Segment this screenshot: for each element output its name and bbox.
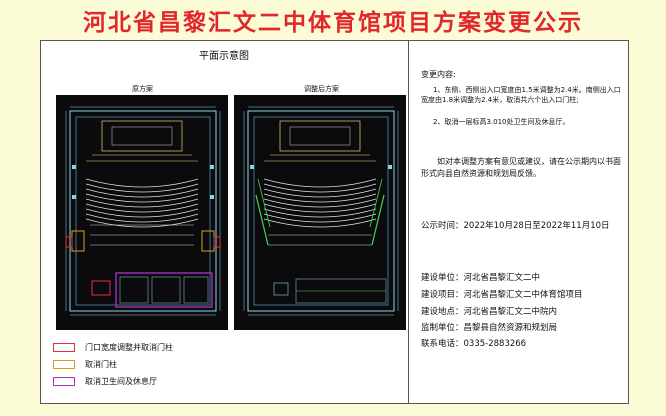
red-swatch-icon xyxy=(53,343,75,352)
legend-label: 取消卫生间及休息厅 xyxy=(85,377,157,386)
info-label: 建设地点： xyxy=(421,307,464,317)
info-label: 建设项目： xyxy=(421,290,464,300)
info-row-location: 建设地点：河北省昌黎汇文二中院内 xyxy=(421,305,557,317)
info-label: 联系电话： xyxy=(421,339,464,349)
legend-item-doorway: 门口宽度调整并取消门柱 xyxy=(53,342,173,353)
yellow-swatch-icon xyxy=(53,360,75,369)
info-row-unit: 建设单位：河北省昌黎汇文二中 xyxy=(421,271,540,283)
adjusted-plan-label: 调整后方案 xyxy=(304,85,339,93)
original-floor-plan-drawing xyxy=(65,106,221,316)
feedback-text: 如对本调整方案有意见或建议，请在公示期内以书面形式向县自然资源和规划局反馈。 xyxy=(421,157,621,178)
legend-item-pillar: 取消门柱 xyxy=(53,359,117,370)
legend-label: 取消门柱 xyxy=(85,360,117,369)
changes-heading: 变更内容: xyxy=(421,70,456,79)
change-item-2: 2、取消一层标高3.010处卫生间及休息厅。 xyxy=(433,118,570,126)
page-title: 河北省昌黎汇文二中体育馆项目方案变更公示 xyxy=(83,10,583,36)
info-value: 昌黎县自然资源和规划局 xyxy=(463,323,558,333)
info-value: 河北省昌黎汇文二中院内 xyxy=(463,307,558,317)
legend-label: 门口宽度调整并取消门柱 xyxy=(85,343,173,352)
info-label: 建设单位： xyxy=(421,273,464,283)
adjusted-floor-plan-drawing xyxy=(243,106,399,316)
info-row-phone: 联系电话：0335-2883266 xyxy=(421,337,526,349)
notice-period: 公示时间：2022年10月28日至2022年11月10日 xyxy=(421,221,610,231)
info-row-supervisor: 监制单位：昌黎县自然资源和规划局 xyxy=(421,321,557,333)
info-value: 0335-2883266 xyxy=(463,339,527,349)
column-divider xyxy=(408,40,409,404)
info-value: 河北省昌黎汇文二中 xyxy=(463,273,541,283)
info-row-project: 建设项目：河北省昌黎汇文二中体育馆项目 xyxy=(421,288,583,300)
info-value: 河北省昌黎汇文二中体育馆项目 xyxy=(463,290,583,300)
change-item-1: 1、东侧、西侧出入口宽度由1.5米调整为2.4米。南侧出入口宽度由1.8米调整为… xyxy=(421,86,621,104)
purple-swatch-icon xyxy=(53,377,75,386)
original-plan-label: 原方案 xyxy=(132,85,153,93)
info-label: 监制单位： xyxy=(421,323,464,333)
plan-title: 平面示意图 xyxy=(199,51,249,62)
banner: 河北省昌黎汇文二中体育馆项目方案变更公示 xyxy=(0,0,666,40)
adjusted-floor-plan xyxy=(234,95,406,330)
legend-item-restroom: 取消卫生间及休息厅 xyxy=(53,376,157,387)
original-floor-plan xyxy=(56,95,228,330)
